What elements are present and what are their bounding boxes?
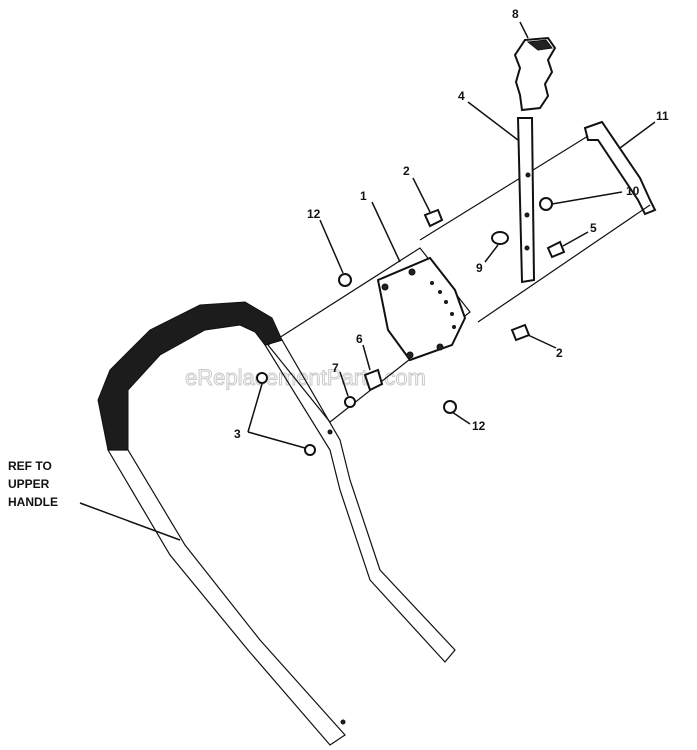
part-8-knob (513, 36, 557, 112)
label-9: 9 (476, 261, 483, 275)
watermark-text: eReplacementParts.com (185, 365, 426, 390)
label-12-upper: 12 (307, 207, 321, 221)
label-11: 11 (656, 109, 669, 123)
ref-note-line-2: UPPER (8, 477, 50, 491)
label-12-lower: 12 (472, 419, 486, 433)
part-4-shift-rod (516, 117, 536, 284)
label-2-upper: 2 (403, 164, 410, 178)
cross-tube (267, 247, 471, 423)
label-3: 3 (234, 427, 241, 441)
label-8: 8 (512, 7, 519, 21)
lower-handle (97, 301, 456, 746)
label-2-lower: 2 (556, 346, 563, 360)
label-1: 1 (360, 189, 367, 203)
part-1-bracket (376, 256, 467, 362)
part-11-rod-frame (419, 120, 657, 323)
label-7: 7 (332, 361, 339, 375)
label-10: 10 (626, 184, 640, 198)
label-4: 4 (458, 89, 465, 103)
label-5: 5 (590, 221, 597, 235)
ref-note: REF TO UPPER HANDLE (8, 459, 58, 509)
leader-lines (79, 21, 656, 541)
ref-note-line-3: HANDLE (8, 495, 58, 509)
part-labels: 8 4 11 2 10 1 12 5 9 2 6 7 12 3 (234, 7, 669, 441)
label-6: 6 (356, 332, 363, 346)
ref-note-line-1: REF TO (8, 459, 52, 473)
